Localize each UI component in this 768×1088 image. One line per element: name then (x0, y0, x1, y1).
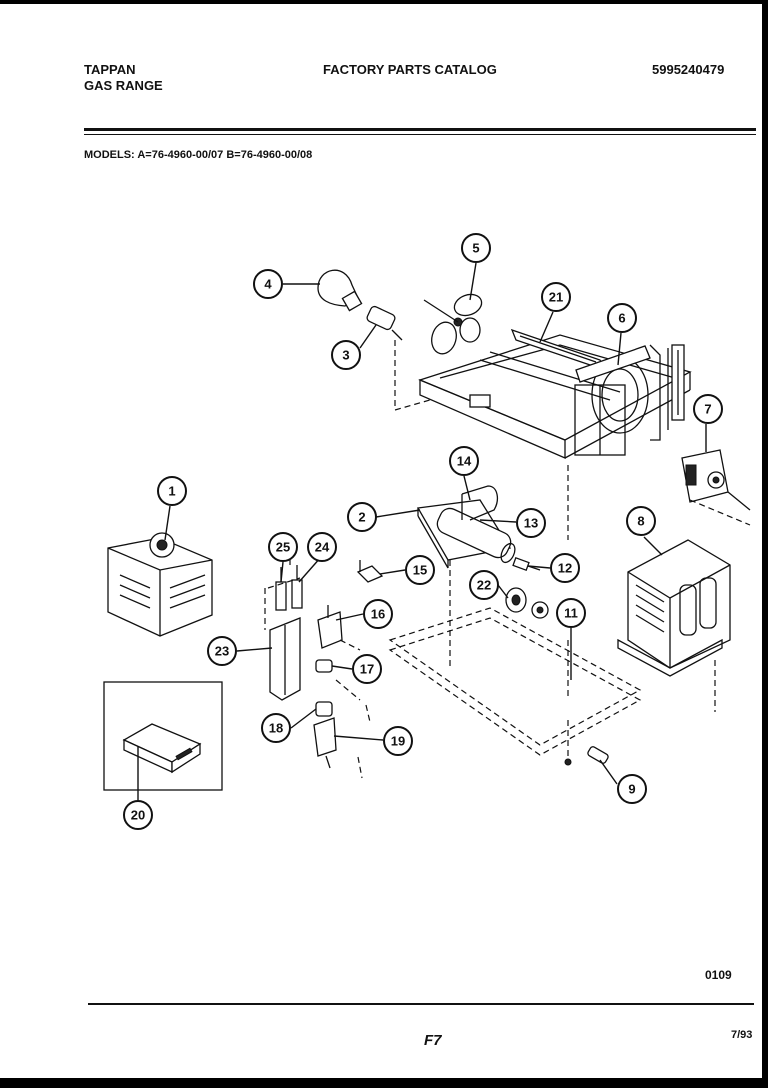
callout-11: 11 (556, 598, 586, 628)
callout-25: 25 (268, 532, 298, 562)
part-24-switch (291, 565, 303, 609)
callout-18: 18 (261, 713, 291, 743)
part-4-lamp-bulb (317, 269, 363, 312)
part-5-fan-blade (423, 293, 483, 355)
callout-22: 22 (469, 570, 499, 600)
svg-text:17: 17 (360, 662, 374, 677)
callout-17: 17 (352, 654, 382, 684)
models-line: MODELS: A=76-4960-00/07 B=76-4960-00/08 (84, 149, 313, 161)
part-14-clamp (461, 485, 499, 521)
catalog-title: FACTORY PARTS CATALOG (323, 62, 497, 77)
callout-8: 8 (626, 506, 656, 536)
svg-text:1: 1 (168, 484, 175, 499)
svg-text:13: 13 (524, 516, 538, 531)
svg-text:9: 9 (628, 782, 635, 797)
part-9-thermal-cutout (564, 746, 609, 766)
svg-text:4: 4 (264, 277, 272, 292)
callout-14: 14 (449, 446, 479, 476)
chassis-frame (418, 334, 692, 459)
part-1-magnetron (107, 532, 213, 637)
callout-16: 16 (363, 599, 393, 629)
callout-23: 23 (207, 636, 237, 666)
part-20-control-box (122, 723, 202, 774)
svg-text:16: 16 (371, 607, 385, 622)
catalog-number: 5995240479 (652, 62, 725, 77)
part-7-fan-motor (681, 449, 751, 511)
callout-7: 7 (693, 394, 723, 424)
scan-edge-right (762, 0, 768, 1088)
callout-13: 13 (516, 508, 546, 538)
part-13-capacitor (436, 507, 516, 564)
callout-15: 15 (405, 555, 435, 585)
revision-date: 7/93 (731, 1029, 753, 1041)
callout-21: 21 (541, 282, 571, 312)
svg-text:19: 19 (391, 734, 405, 749)
callout-20: 20 (123, 800, 153, 830)
diagram-code: 0109 (705, 968, 732, 982)
svg-text:8: 8 (637, 514, 644, 529)
svg-text:20: 20 (131, 808, 145, 823)
svg-text:12: 12 (558, 561, 572, 576)
part-6-bracket (575, 344, 685, 421)
svg-text:7: 7 (704, 402, 711, 417)
part-22-fuse-holder (505, 587, 527, 613)
callout-12: 12 (550, 553, 580, 583)
scan-edge-top (0, 0, 768, 4)
svg-text:15: 15 (413, 563, 427, 578)
part-8-transformer (617, 539, 731, 677)
svg-text:25: 25 (276, 540, 290, 555)
callout-4: 4 (253, 269, 283, 299)
part-18-switch (315, 701, 333, 717)
alignment-lines (264, 340, 751, 779)
svg-text:2: 2 (358, 510, 365, 525)
svg-text:18: 18 (269, 721, 283, 736)
part-11-fuse (531, 601, 549, 619)
part-16-switch (317, 605, 343, 649)
part-23-switch-bracket (269, 617, 301, 701)
callout-19: 19 (383, 726, 413, 756)
callout-24: 24 (307, 532, 337, 562)
svg-text:21: 21 (549, 290, 563, 305)
svg-text:6: 6 (618, 311, 625, 326)
part-25-switch (275, 567, 287, 611)
svg-text:3: 3 (342, 348, 349, 363)
scan-edge-bottom (0, 1078, 768, 1088)
callout-9: 9 (617, 774, 647, 804)
part-15-clip (356, 560, 384, 583)
page-number: F7 (424, 1032, 442, 1049)
callout-2: 2 (347, 502, 377, 532)
callout-1: 1 (157, 476, 187, 506)
header-rule-thick (84, 128, 756, 131)
callout-6: 6 (607, 303, 637, 333)
brand-label: TAPPAN (84, 62, 136, 77)
base-plate-outline (388, 607, 642, 756)
svg-text:5: 5 (472, 241, 479, 256)
svg-text:22: 22 (477, 578, 491, 593)
svg-text:24: 24 (315, 540, 330, 555)
callout-5: 5 (461, 233, 491, 263)
svg-text:23: 23 (215, 644, 229, 659)
part-12-diode (512, 557, 541, 571)
part-19-switch (313, 717, 337, 769)
part-3-lamp-socket (366, 305, 403, 341)
product-label: GAS RANGE (84, 78, 163, 93)
footer-rule (88, 1003, 754, 1005)
leader-lines (137, 262, 707, 800)
svg-text:11: 11 (564, 606, 578, 621)
svg-text:14: 14 (457, 454, 472, 469)
callout-3: 3 (331, 340, 361, 370)
part-20-control-box-frame (103, 681, 223, 791)
header-rule-thin (84, 134, 756, 135)
part-17-switch (315, 659, 333, 673)
